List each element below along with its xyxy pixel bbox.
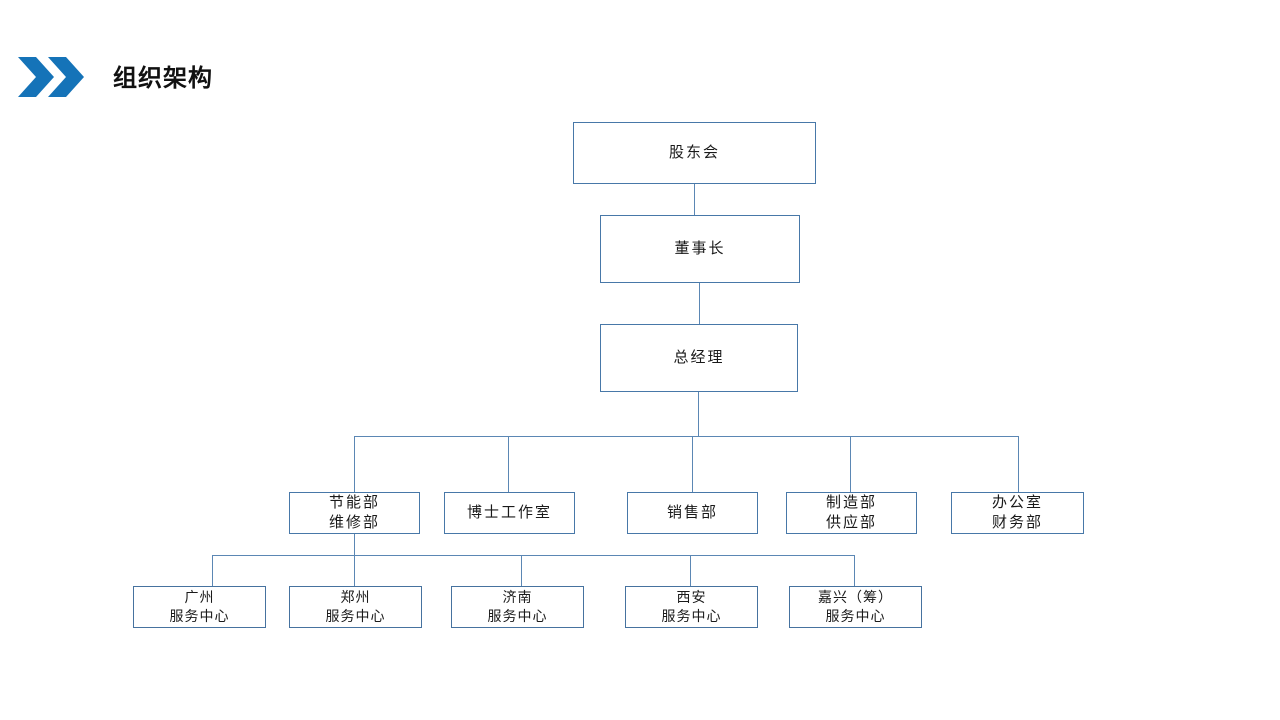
node-service-center-xian[interactable]: 西安 服务中心 — [625, 586, 758, 628]
connector-chairman-generalmanager — [699, 283, 700, 324]
node-label-line1: 销售部 — [666, 504, 718, 521]
connector-service-bus — [212, 555, 855, 556]
connector-department-bus — [354, 436, 1019, 437]
connector-drop-energy — [354, 436, 355, 493]
node-dept-manufacturing-supply[interactable]: 制造部 供应部 — [786, 492, 917, 534]
node-label: 股东会 — [668, 144, 720, 161]
connector-drop-jiaxing — [854, 555, 855, 586]
node-label-line1: 郑州 — [340, 589, 371, 605]
node-label-line2: 财务部 — [991, 514, 1043, 531]
connector-drop-xian — [690, 555, 691, 586]
node-label-line1: 节能部 — [328, 494, 380, 511]
node-label-line2: 维修部 — [328, 514, 380, 531]
node-label-line1: 广州 — [184, 589, 215, 605]
connector-drop-manufacturing — [850, 436, 851, 493]
node-label: 总经理 — [673, 349, 725, 366]
node-label-line1: 制造部 — [825, 494, 877, 511]
node-label-line2: 服务中心 — [325, 608, 386, 624]
connector-drop-guangzhou — [212, 555, 213, 586]
connector-drop-zhengzhou — [354, 555, 355, 586]
node-label-line2: 服务中心 — [487, 608, 548, 624]
node-chairman[interactable]: 董事长 — [600, 215, 800, 283]
double-chevron-right-icon — [18, 57, 84, 97]
node-label-line1: 济南 — [502, 589, 533, 605]
connector-drop-office — [1018, 436, 1019, 493]
node-label-line2: 服务中心 — [661, 608, 722, 624]
page-title: 组织架构 — [113, 65, 213, 92]
connector-drop-jinan — [521, 555, 522, 586]
node-label-line2: 供应部 — [825, 514, 877, 531]
node-general-manager[interactable]: 总经理 — [600, 324, 798, 392]
node-dept-doctor-studio[interactable]: 博士工作室 — [444, 492, 575, 534]
node-dept-office-finance[interactable]: 办公室 财务部 — [951, 492, 1084, 534]
node-service-center-zhengzhou[interactable]: 郑州 服务中心 — [289, 586, 422, 628]
node-label: 董事长 — [674, 240, 726, 257]
node-label-line1: 西安 — [676, 589, 707, 605]
node-label-line1: 嘉兴（筹） — [818, 589, 893, 605]
node-service-center-jiaxing[interactable]: 嘉兴（筹） 服务中心 — [789, 586, 922, 628]
connector-generalmanager-stem — [698, 392, 699, 436]
slide-header: 组织架构 — [0, 0, 1280, 115]
node-service-center-guangzhou[interactable]: 广州 服务中心 — [133, 586, 266, 628]
node-label-line2: 服务中心 — [825, 608, 886, 624]
connector-energy-stem — [354, 533, 355, 555]
node-shareholders[interactable]: 股东会 — [573, 122, 816, 184]
node-label-line1: 博士工作室 — [466, 504, 552, 521]
node-label-line1: 办公室 — [991, 494, 1043, 511]
node-dept-sales[interactable]: 销售部 — [627, 492, 758, 534]
node-label-line2: 服务中心 — [169, 608, 230, 624]
connector-shareholders-chairman — [694, 184, 695, 215]
connector-drop-sales — [692, 436, 693, 493]
node-service-center-jinan[interactable]: 济南 服务中心 — [451, 586, 584, 628]
node-dept-energy-maintenance[interactable]: 节能部 维修部 — [289, 492, 420, 534]
connector-drop-doctor-studio — [508, 436, 509, 493]
